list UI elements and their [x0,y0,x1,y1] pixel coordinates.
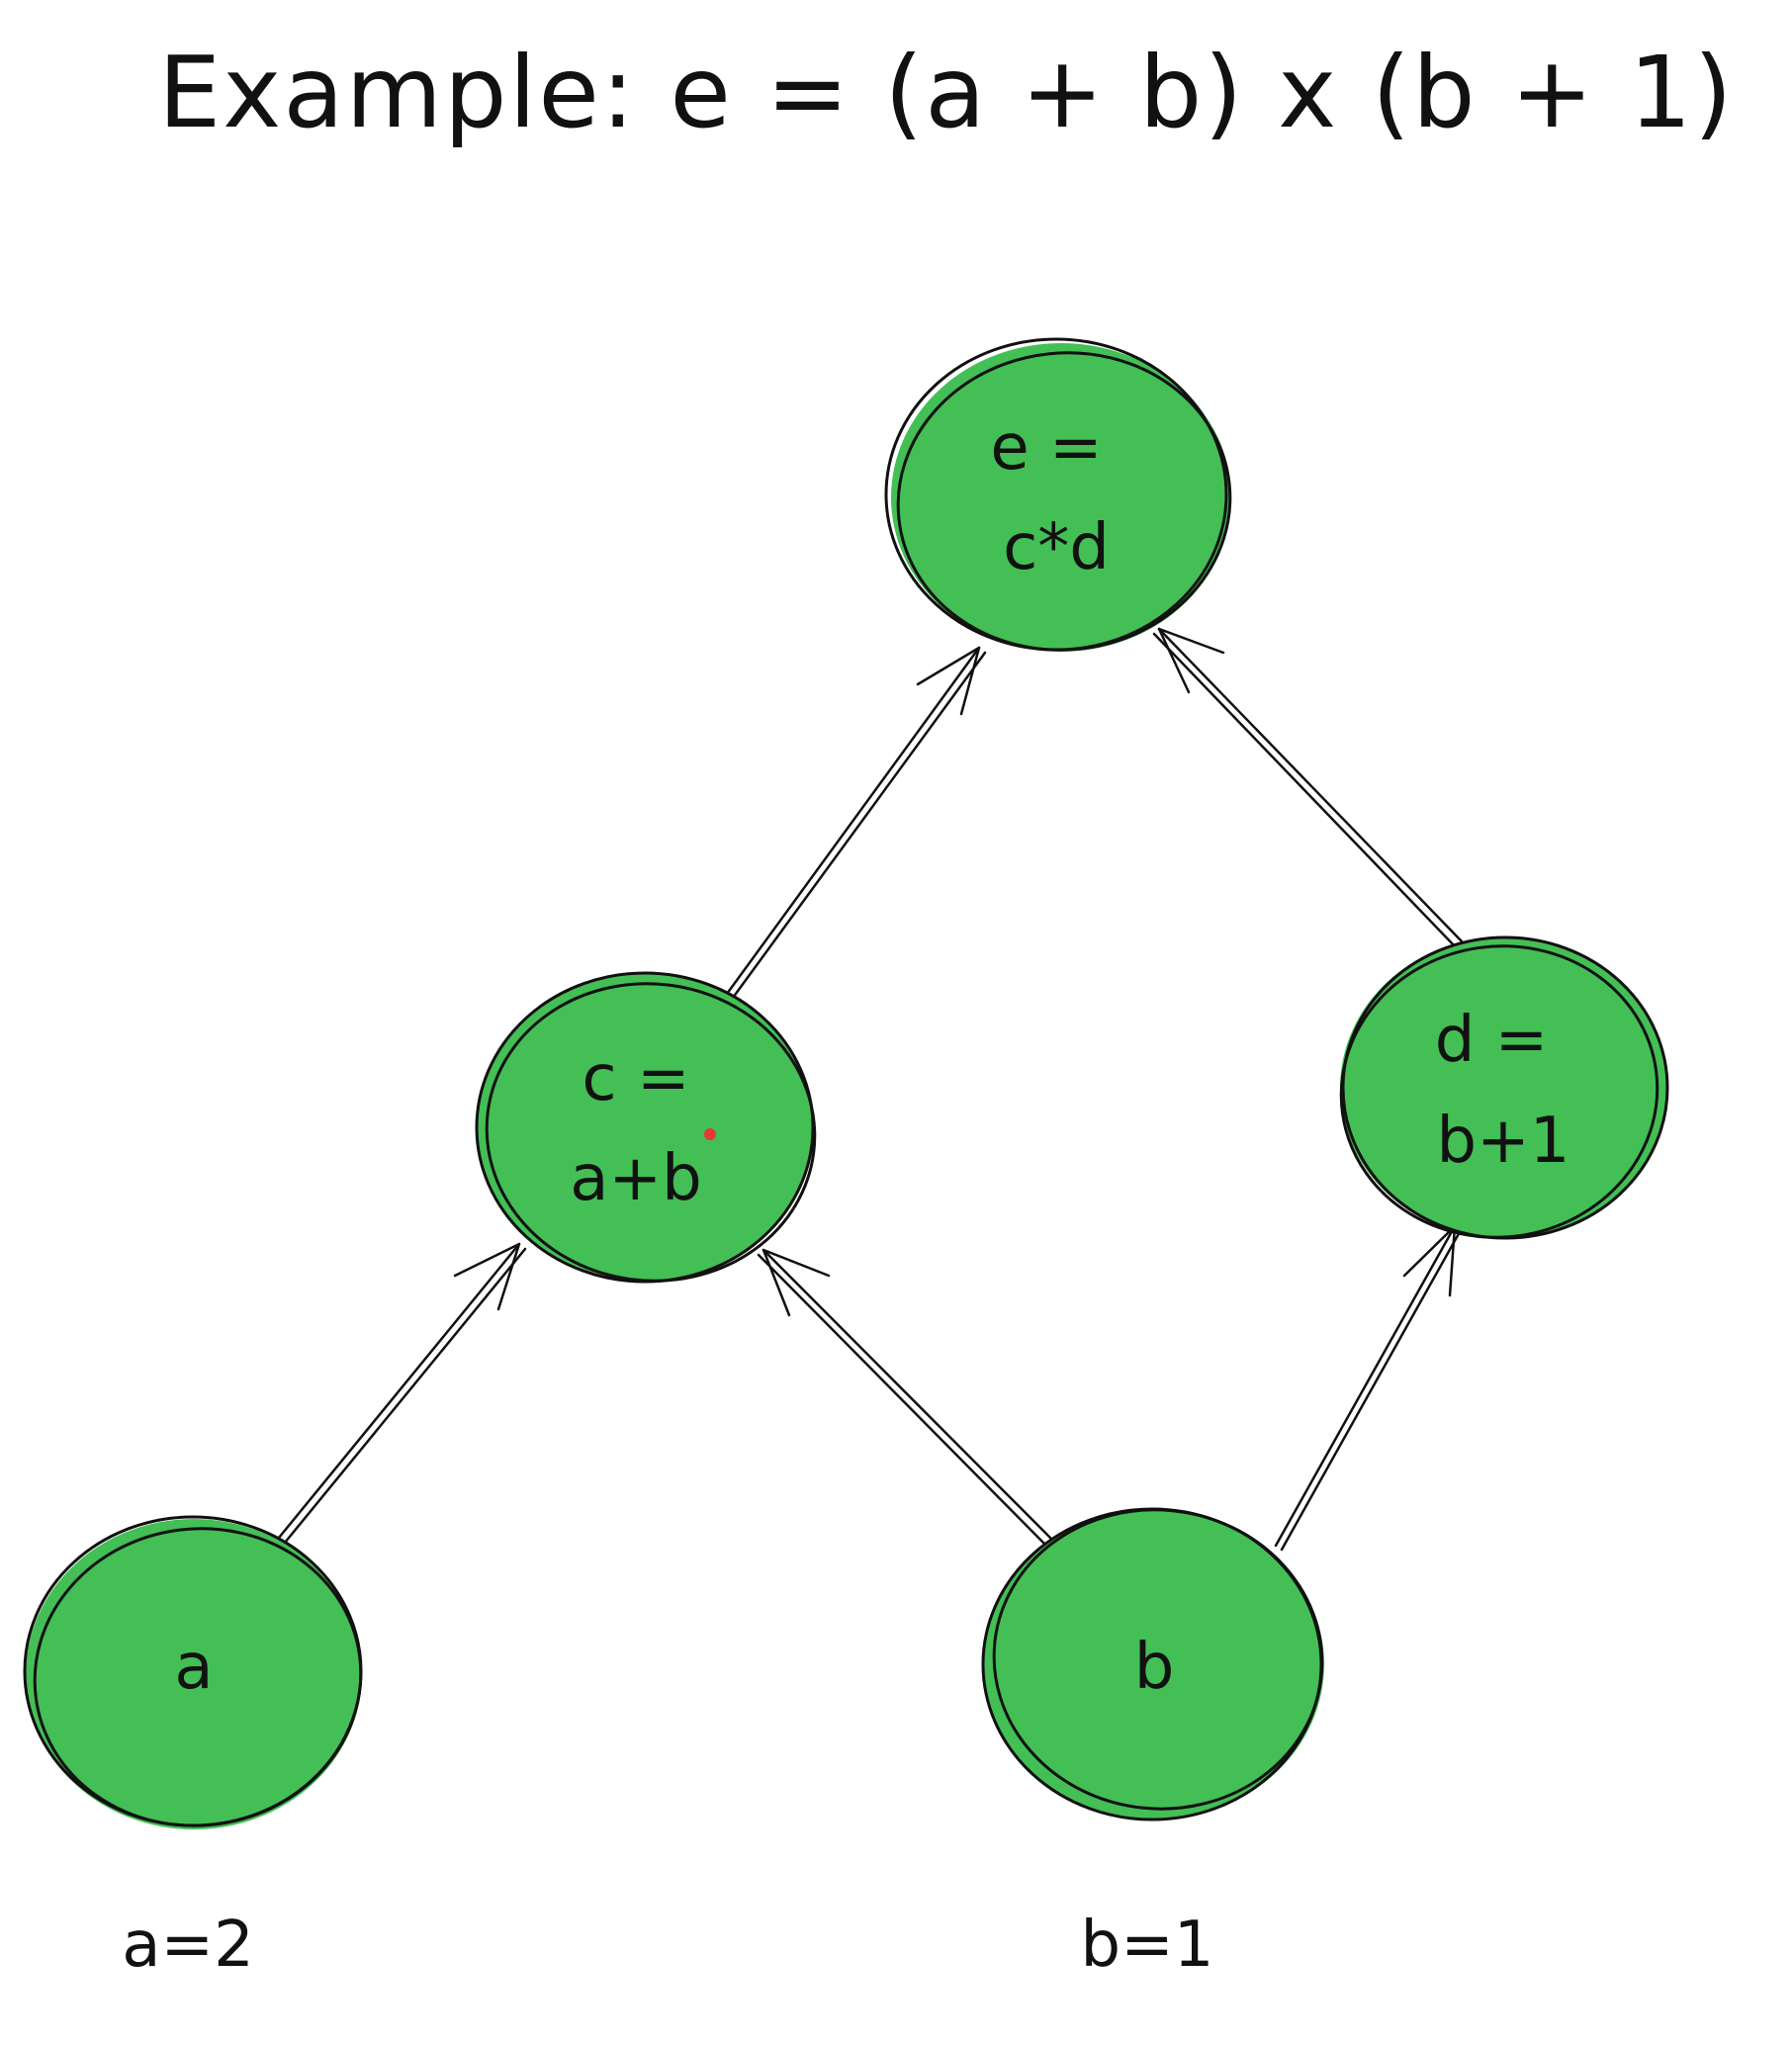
edge-a-to-c [277,1242,527,1545]
node-e-line1: e = [990,411,1102,485]
value-label-a: a=2 [122,1909,254,1982]
node-b: b [981,1507,1324,1822]
value-label-b: b=1 [1081,1909,1214,1982]
edges-layer [277,627,1464,1552]
edge-c-to-e [725,646,987,1000]
edge-d-to-e [1152,627,1464,949]
arrowhead-b-to-c [762,1248,831,1317]
node-a-label: a [174,1631,213,1704]
arrowhead-d-to-e [1157,627,1225,694]
node-b-label: b [1134,1631,1175,1704]
arrowhead-a-to-c [453,1242,521,1311]
node-c: c = a+b [475,971,817,1284]
edge-b-to-c [757,1248,1052,1546]
node-d-line2: b+1 [1437,1105,1570,1178]
red-dot-marker [704,1128,716,1140]
node-d-line1: d = [1435,1004,1549,1077]
node-a: a [23,1515,363,1829]
arrowhead-c-to-e [916,646,981,716]
node-e: e = c*d [884,337,1232,652]
edge-b-to-d [1274,1224,1463,1552]
node-c-line1: c = [582,1042,689,1115]
node-d: d = b+1 [1339,935,1669,1240]
diagram-title: Example: e = (a + b) x (b + 1) [158,35,1735,150]
node-e-line2: c*d [1003,511,1110,584]
node-c-line2: a+b [570,1142,701,1215]
